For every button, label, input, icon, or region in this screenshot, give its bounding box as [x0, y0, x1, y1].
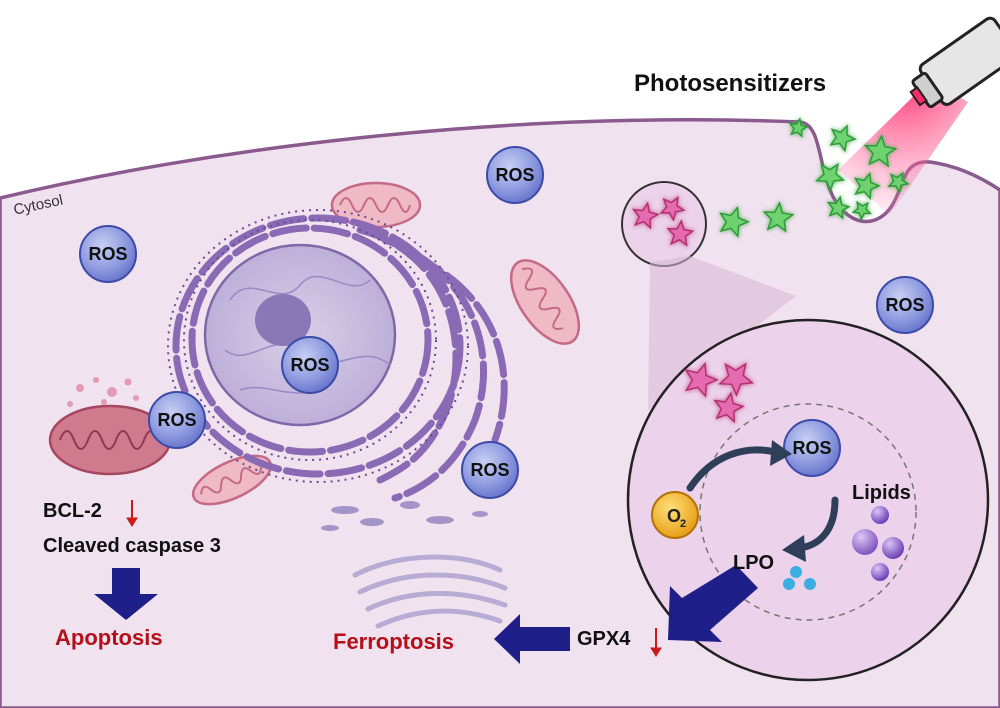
o2-molecule: O 2 [651, 491, 699, 539]
lipid-droplets [852, 506, 904, 581]
ros-circle [461, 441, 519, 499]
o2-to-ros-arrowhead [770, 440, 792, 466]
gpx4-down-arrow [650, 628, 662, 657]
light-device [909, 16, 1000, 109]
lipids-to-lpo-arrowhead [782, 535, 806, 562]
star-icon [851, 200, 873, 221]
star-icon [863, 134, 898, 168]
lipids-label: Lipids [852, 482, 911, 504]
gpx4-to-ferroptosis-arrow [494, 614, 570, 664]
golgi-apparatus [352, 554, 508, 629]
ros-circle [876, 276, 934, 334]
ros-molecule: ROS [876, 276, 934, 334]
golgi-vesicles [321, 501, 488, 531]
ferroptosis-label: Ferroptosis [333, 629, 455, 654]
star-icon [718, 362, 755, 397]
star-icon [762, 201, 795, 233]
pink-photosensitizer-stars [632, 195, 755, 424]
ros-label: ROS [792, 438, 831, 458]
star-icon [826, 195, 851, 220]
ros-molecule: ROS [461, 441, 519, 499]
ros-molecule: ROS [148, 391, 206, 449]
ros-molecules: ROS ROS ROS ROS ROS ROS ROS [79, 146, 934, 499]
bcl2-label: BCL-2 [43, 500, 102, 522]
photosensitizers-label: Photosensitizers [634, 70, 827, 97]
lpo-label: LPO [733, 552, 775, 574]
ros-circle [79, 225, 137, 283]
ros-circle [486, 146, 544, 204]
ros-label: ROS [290, 355, 329, 375]
o2-subscript: 2 [680, 518, 686, 530]
green-photosensitizer-stars [719, 117, 910, 239]
lipids-to-lpo-arrow [796, 496, 839, 552]
star-icon [684, 361, 719, 398]
apoptosis-label: Apoptosis [55, 625, 163, 650]
star-icon [719, 205, 750, 239]
star-icon [666, 219, 695, 247]
bcl2-down-arrow [126, 500, 138, 527]
star-icon [887, 171, 910, 194]
er-ribosomes [167, 209, 469, 483]
ros-circle [783, 419, 841, 477]
star-icon [814, 162, 846, 192]
mitochondrion-bottom [191, 454, 273, 506]
ros-molecule: ROS [486, 146, 544, 204]
o2-label: O [667, 506, 681, 526]
nucleus [203, 243, 397, 427]
gpx4-label: GPX4 [577, 628, 631, 650]
ros-label: ROS [470, 460, 509, 480]
ros-label: ROS [885, 295, 924, 315]
ros-label: ROS [157, 410, 196, 430]
lpo-to-gpx4-arrow [668, 565, 758, 642]
mitochondrion-top [330, 181, 422, 229]
star-icon [829, 124, 857, 153]
caspase-to-apoptosis-arrow [94, 568, 158, 620]
ros-label: ROS [88, 244, 127, 264]
zoom-source-circle [621, 181, 707, 267]
ros-label: ROS [495, 165, 534, 185]
ros-molecule: ROS [281, 336, 339, 394]
o2-to-ros-arrow [686, 446, 779, 492]
ros-molecule: ROS [783, 419, 841, 477]
cleaved-caspase-label: Cleaved caspase 3 [43, 535, 221, 557]
star-icon [632, 201, 660, 230]
star-icon [788, 117, 809, 138]
star-icon [853, 171, 881, 201]
ros-circle [148, 391, 206, 449]
mitochondrion-right [509, 259, 581, 345]
star-icon [659, 195, 686, 222]
ros-circle [281, 336, 339, 394]
endoplasmic-reticulum [172, 214, 508, 502]
star-icon [713, 391, 745, 424]
ros-molecule: ROS [79, 225, 137, 283]
dashed-ring [699, 403, 917, 621]
lpo-dots [783, 566, 816, 590]
